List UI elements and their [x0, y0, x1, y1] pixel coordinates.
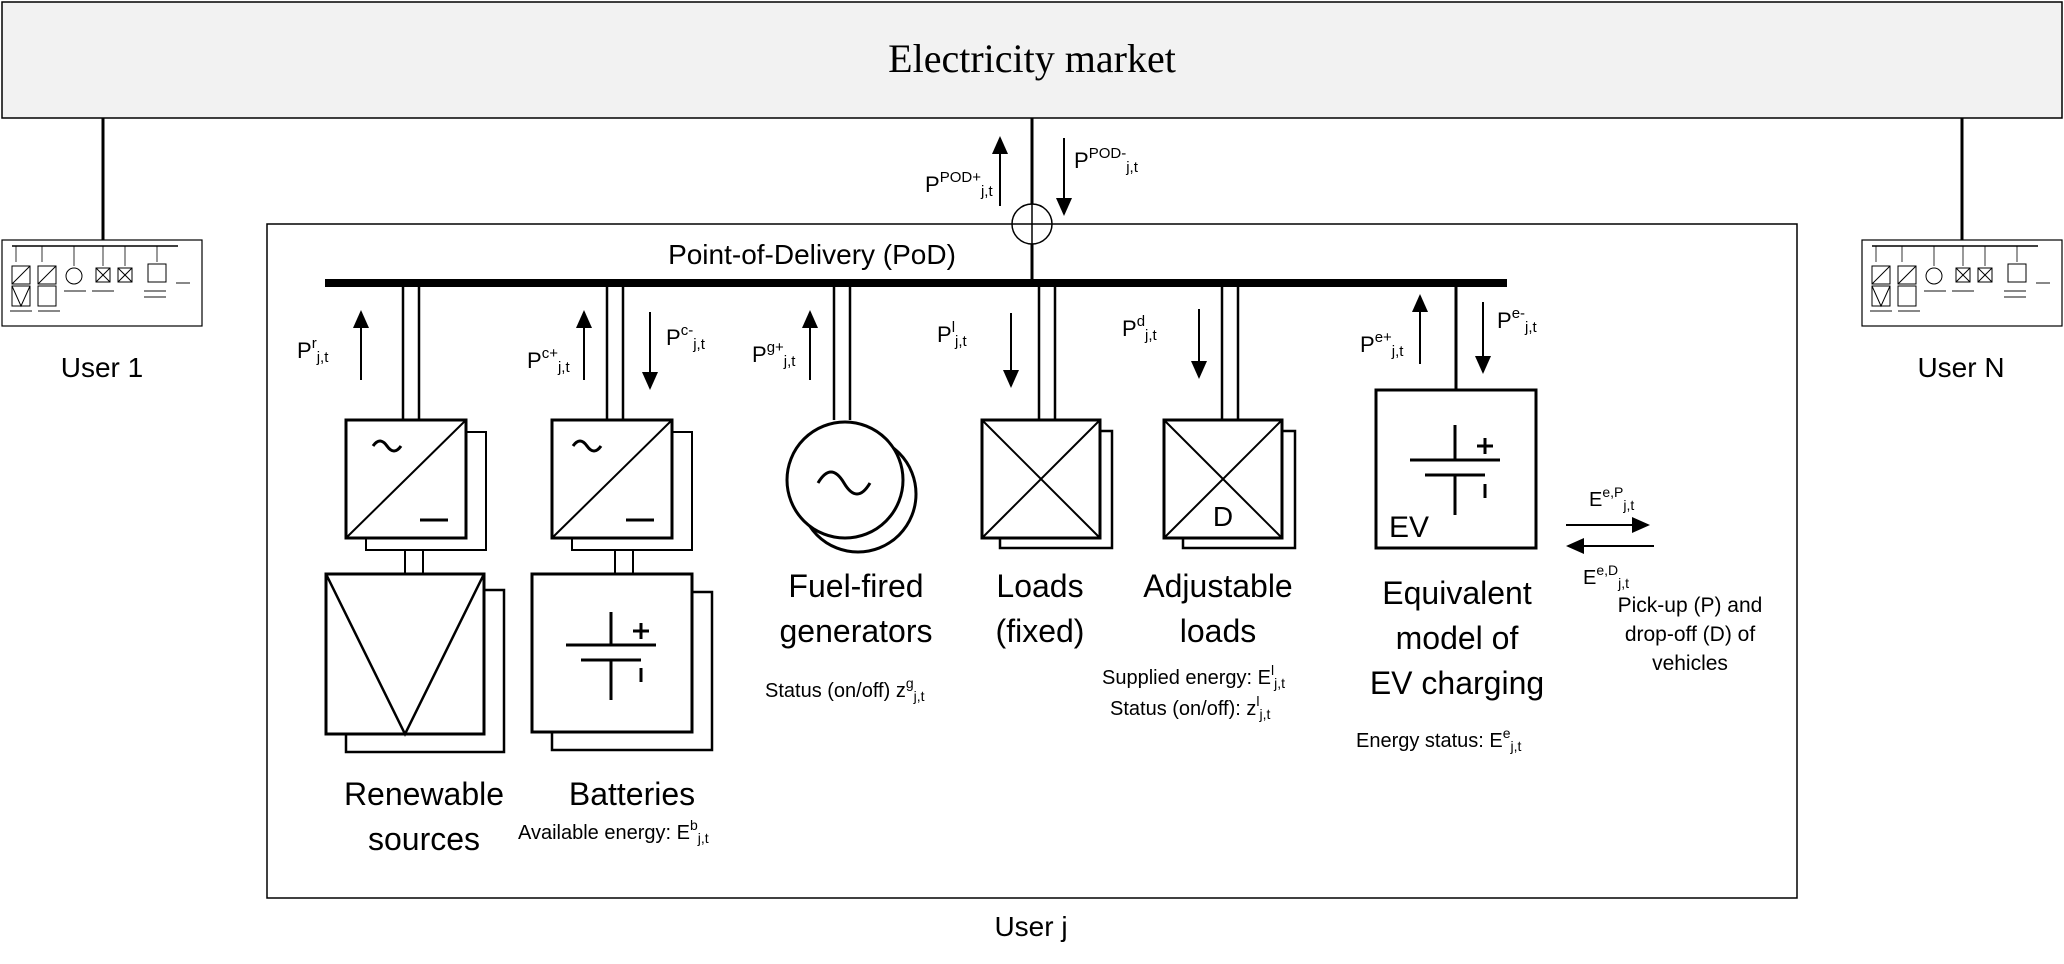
pv-panel-icon — [324, 572, 506, 754]
battery-discharge-label: Pc-j,t — [666, 322, 706, 353]
load-flow-label: Plj,t — [937, 319, 968, 350]
batteries-status: Available energy: Ebj,t — [518, 817, 709, 846]
ev-pickup-label: Ee,Pj,t — [1589, 484, 1634, 513]
renewable-flow-label: Prj,t — [297, 335, 329, 366]
loads-label-1: Loads — [996, 568, 1083, 604]
ev-dropoff-label: Ee,Dj,t — [1583, 562, 1629, 591]
loads-label-2: (fixed) — [996, 613, 1085, 649]
adjustable-label-1: Adjustable — [1143, 568, 1292, 604]
battery-charge-label: Pc+j,t — [527, 345, 570, 376]
user-1-thumbnail — [1, 239, 203, 327]
fuel-label-2: generators — [780, 613, 933, 649]
fixed-loads: Plj,t Loads (fixed) — [937, 313, 1114, 649]
ev-label-1: Equivalent — [1382, 575, 1532, 611]
adjustable-status-2: Status (on/off): zlj,t — [1110, 693, 1271, 722]
generator-icon — [785, 420, 918, 554]
ev-label-2: model of — [1396, 620, 1519, 656]
fuel-label-1: Fuel-fired — [788, 568, 923, 604]
generator-flow-label: Pg+j,t — [752, 339, 796, 370]
inverter-icon — [550, 418, 693, 551]
adjustable-flow-label: Pdj,t — [1122, 313, 1158, 344]
ev-discharge-label: Pe-j,t — [1497, 305, 1538, 336]
ev-pickup-text-1: Pick-up (P) and — [1618, 594, 1763, 617]
renewable-sources: Prj,t Renewable sources — [297, 310, 506, 857]
ev-label-3: EV charging — [1370, 665, 1544, 701]
ev-pickup-text-2: drop-off (D) of — [1625, 623, 1755, 646]
ev-status: Energy status: Eej,t — [1356, 725, 1522, 754]
ev-charge-label: Pe+j,t — [1360, 329, 1404, 360]
inverter-icon — [344, 418, 487, 551]
user-N-thumbnail — [1861, 239, 2063, 327]
electricity-market: Electricity market — [1, 1, 2063, 119]
market-label: Electricity market — [888, 36, 1176, 81]
user-N-label: User N — [1917, 352, 2004, 383]
user-j-label: User j — [994, 911, 1067, 942]
battery-icon — [530, 572, 714, 752]
pod-label: Point-of-Delivery (PoD) — [668, 239, 956, 270]
batteries: Pc+j,t Pc-j,t Batteries Available en — [518, 310, 714, 846]
batteries-label: Batteries — [569, 776, 695, 812]
ev-icon: EV — [1374, 388, 1538, 550]
pod-import-label: PPOD+j,t — [925, 169, 993, 200]
pod-flows: PPOD+j,t PPOD-j,t — [925, 136, 1139, 216]
adjustable-label-2: loads — [1180, 613, 1257, 649]
adjustable-status-1: Supplied energy: Elj,t — [1102, 662, 1285, 691]
ev-charging: Pe+j,t Pe-j,t EV Equivalent model of EV … — [1356, 294, 1763, 754]
pod-export-label: PPOD-j,t — [1074, 145, 1139, 176]
ev-pickup-text-3: vehicles — [1652, 652, 1728, 675]
adjustable-symbol: D — [1213, 501, 1233, 532]
renewable-label-1: Renewable — [344, 776, 504, 812]
adjustable-load-icon: D — [1162, 418, 1297, 550]
fuel-status: Status (on/off) zgj,t — [765, 675, 925, 704]
ev-symbol: EV — [1389, 511, 1429, 544]
user-1-label: User 1 — [61, 352, 143, 383]
load-icon — [980, 418, 1114, 550]
adjustable-loads: Pdj,t D Adjustable loads Supplied energy… — [1102, 309, 1297, 722]
renewable-label-2: sources — [368, 821, 480, 857]
fuel-fired-generators: Pg+j,t Fuel-fired generators Status (on/… — [752, 310, 933, 704]
feeders — [401, 287, 1458, 420]
